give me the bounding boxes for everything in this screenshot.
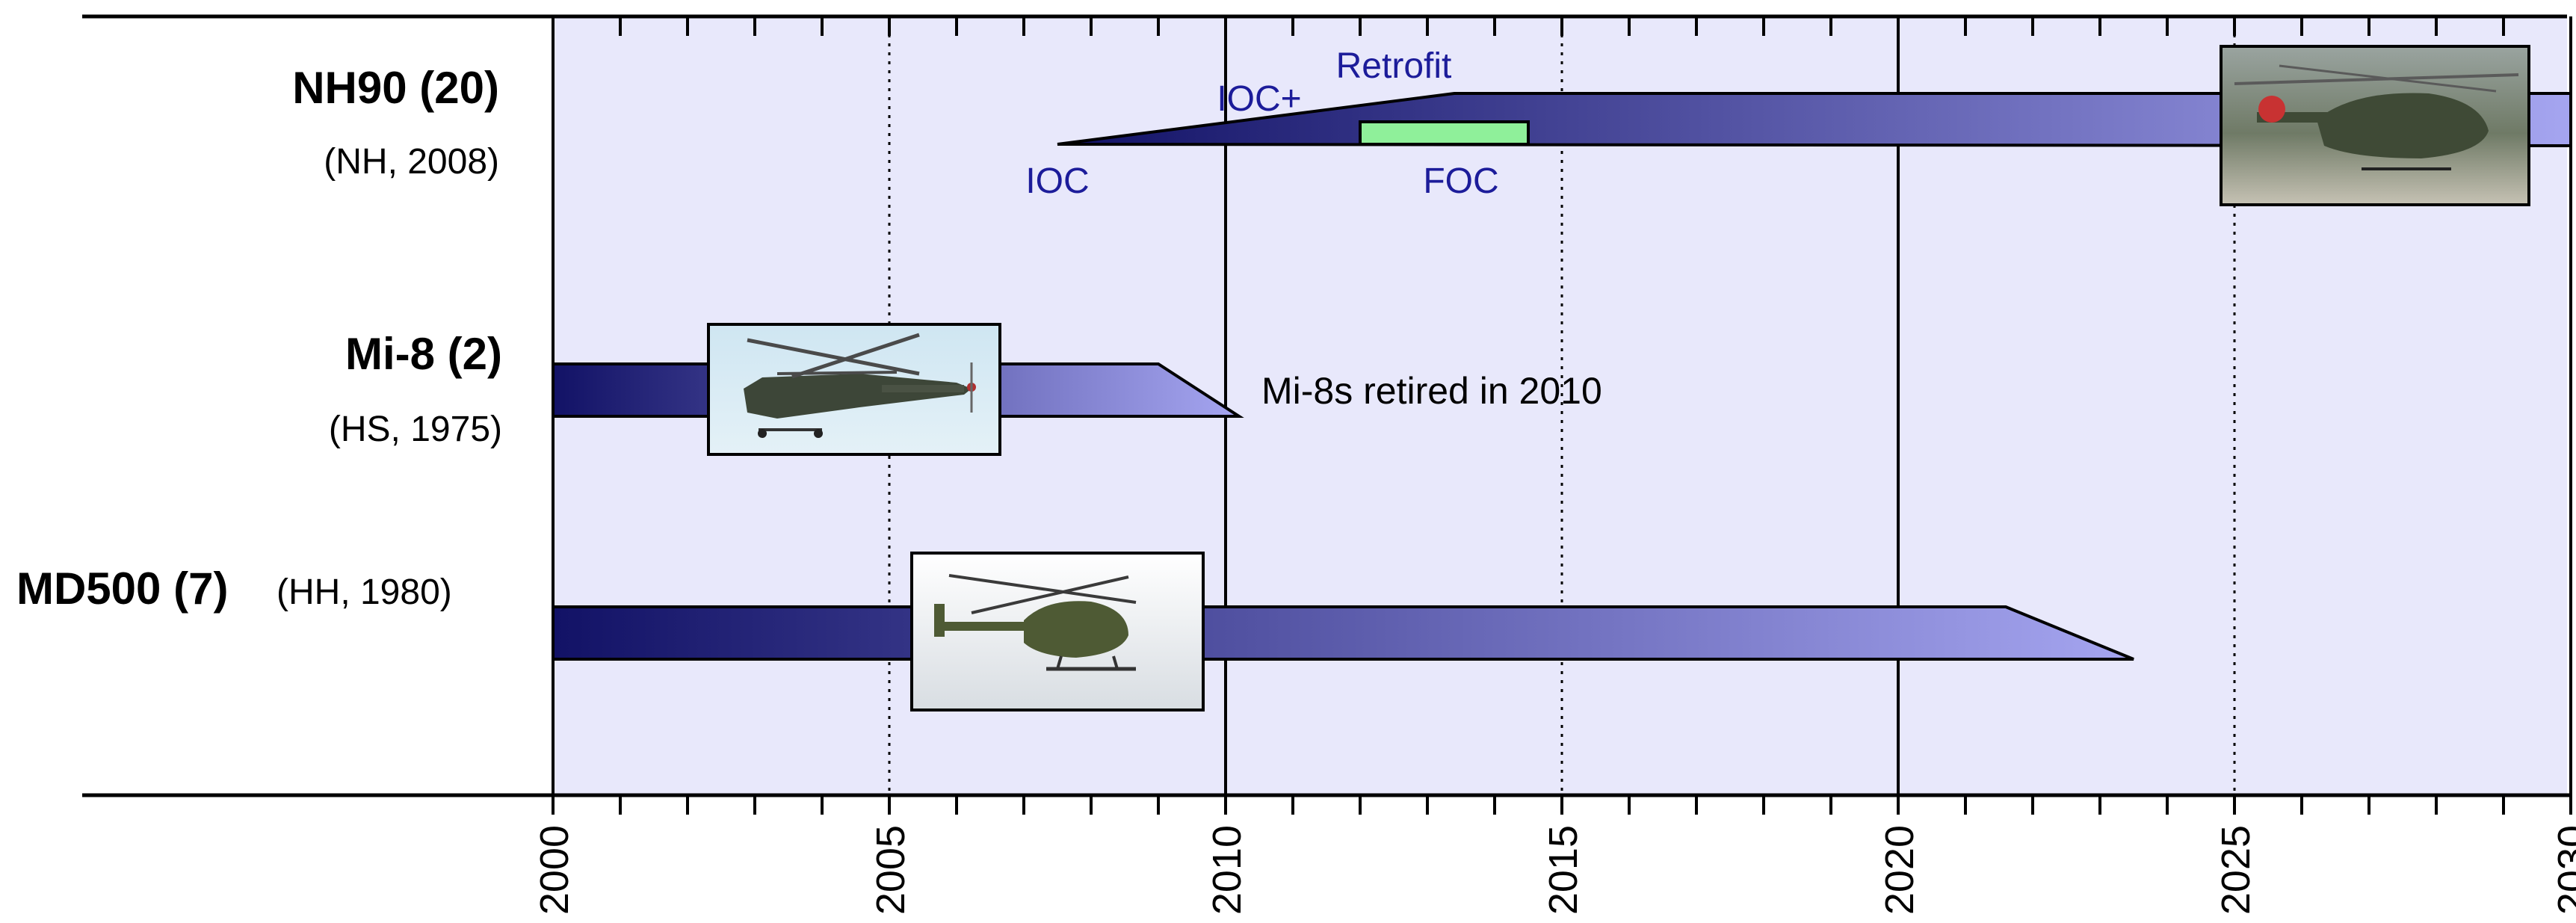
x-tick-label-2010: 2010	[1205, 825, 1250, 915]
md500-helicopter-icon	[934, 574, 1137, 671]
milestone-ioc-plus: IOC+	[1217, 79, 1301, 119]
x-tick-label-2030: 2030	[2550, 825, 2576, 915]
mi8-sublabel: (HS, 1975)	[329, 410, 502, 449]
nh90-sublabel: (NH, 2008)	[324, 142, 499, 182]
x-tick-labels: 2000 2005 2010 2015 2020 2025 2030	[532, 825, 2576, 915]
nh90-label: NH90 (20)	[292, 63, 499, 113]
axis-ticks	[552, 16, 2572, 815]
md500-label: MD500 (7)	[16, 564, 228, 614]
x-tick-label-2000: 2000	[532, 825, 577, 915]
milestone-retrofit: Retrofit	[1336, 46, 1452, 86]
mi8-label: Mi-8 (2)	[345, 329, 502, 379]
x-tick-label-2020: 2020	[1877, 825, 1922, 915]
foc-window-bar	[1359, 120, 1530, 146]
mi8-helicopter-icon	[744, 333, 976, 438]
x-tick-label-2025: 2025	[2214, 825, 2258, 915]
md500-sublabel: (HH, 1980)	[277, 572, 452, 612]
milestone-foc: FOC	[1423, 161, 1498, 201]
x-tick-label-2005: 2005	[868, 825, 913, 915]
mi8-retired-annotation: Mi-8s retired in 2010	[1261, 370, 1602, 412]
x-tick-label-2015: 2015	[1541, 825, 1586, 915]
md500-photo	[910, 552, 1205, 711]
bar-md500	[552, 605, 2134, 661]
mi8-photo	[707, 323, 1001, 456]
milestone-ioc: IOC	[1025, 161, 1089, 201]
nh90-photo	[2220, 45, 2530, 206]
nh90-helicopter-icon	[2234, 64, 2519, 170]
